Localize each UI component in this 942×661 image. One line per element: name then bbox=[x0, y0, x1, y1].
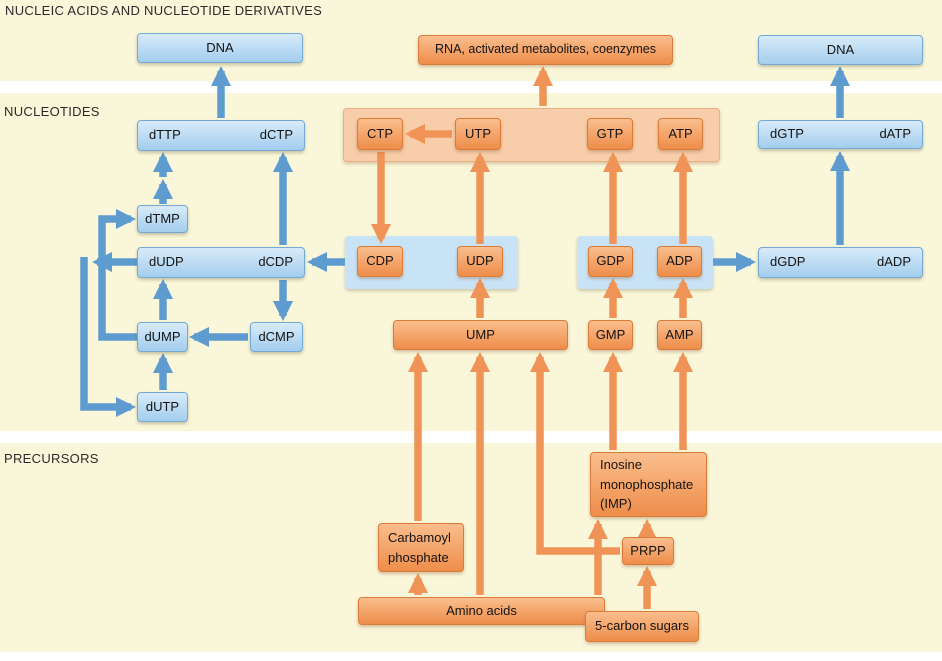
node-udp: UDP bbox=[457, 246, 503, 277]
section-title-nucleotides: NUCLEOTIDES bbox=[4, 104, 100, 119]
node-gdp: GDP bbox=[588, 246, 633, 277]
node-atp: ATP bbox=[658, 118, 703, 150]
node-imp: Inosine monophosphate (IMP) bbox=[590, 452, 707, 517]
node-utp: UTP bbox=[455, 118, 501, 150]
node-dgtp-datp: dGTP dATP bbox=[758, 120, 923, 149]
node-ump: UMP bbox=[393, 320, 568, 350]
node-dna-right: DNA bbox=[758, 35, 923, 65]
node-rna: RNA, activated metabolites, coenzymes bbox=[418, 35, 673, 65]
node-prpp: PRPP bbox=[622, 537, 674, 565]
node-dna-left: DNA bbox=[137, 33, 303, 63]
separator-band-top bbox=[0, 81, 942, 93]
node-dutp: dUTP bbox=[137, 392, 188, 422]
separator-band-bottom bbox=[0, 431, 942, 443]
node-dgdp-dadp: dGDP dADP bbox=[758, 247, 923, 278]
label-dadp: dADP bbox=[877, 254, 911, 270]
label-dudp: dUDP bbox=[149, 254, 184, 270]
node-five-carbon-sugars: 5-carbon sugars bbox=[585, 611, 699, 642]
label-datp: dATP bbox=[879, 126, 911, 142]
node-ctp: CTP bbox=[357, 118, 403, 150]
section-title-nucleic-acids: NUCLEIC ACIDS AND NUCLEOTIDE DERIVATIVES bbox=[5, 3, 323, 18]
node-dtmp: dTMP bbox=[137, 205, 188, 233]
label-dcdp: dCDP bbox=[258, 254, 293, 270]
node-cdp: CDP bbox=[357, 246, 403, 277]
node-gmp: GMP bbox=[588, 320, 633, 350]
node-amp: AMP bbox=[657, 320, 702, 350]
arrow-dump-to-dtmp bbox=[98, 208, 137, 341]
node-dttp-dctp: dTTP dCTP bbox=[137, 120, 305, 151]
node-gtp: GTP bbox=[587, 118, 633, 150]
label-dttp: dTTP bbox=[149, 127, 181, 143]
label-dgdp: dGDP bbox=[770, 254, 806, 270]
node-amino-acids: Amino acids bbox=[358, 597, 605, 625]
bottom-edge-band bbox=[0, 652, 942, 661]
label-dgtp: dGTP bbox=[770, 126, 804, 142]
arrow-dudp-to-dutp bbox=[80, 257, 137, 418]
node-adp: ADP bbox=[657, 246, 702, 277]
node-dcmp: dCMP bbox=[250, 322, 303, 352]
node-carbamoyl-phosphate: Carbamoyl phosphate bbox=[378, 523, 464, 572]
section-title-precursors: PRECURSORS bbox=[4, 451, 99, 466]
label-dctp: dCTP bbox=[259, 127, 293, 143]
node-dump: dUMP bbox=[137, 322, 188, 352]
node-dudp-dcdp: dUDP dCDP bbox=[137, 247, 305, 278]
